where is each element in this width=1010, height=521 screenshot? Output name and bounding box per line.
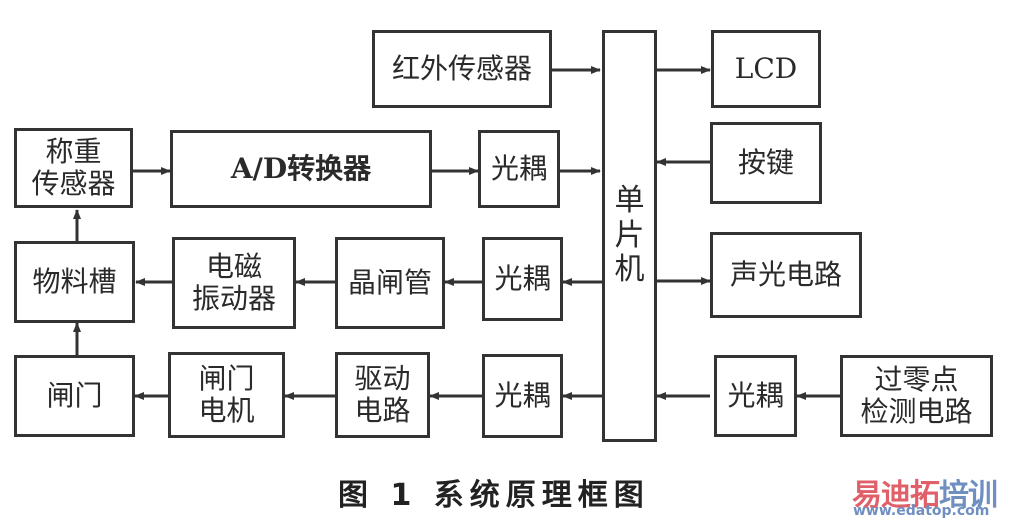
block-opto-4: 光耦 [714, 355, 797, 437]
block-label: 电磁 振动器 [191, 249, 276, 315]
block-hopper: 物料槽 [14, 241, 135, 323]
block-opto-2: 光耦 [482, 237, 563, 321]
watermark-logo: 易迪拓培训 [852, 470, 998, 514]
block-label: 光耦 [727, 378, 784, 412]
block-opto-1: 光耦 [478, 130, 560, 208]
block-gate: 闸门 [14, 355, 135, 437]
block-label: 光耦 [490, 151, 547, 185]
block-label: 单 片 机 [614, 183, 645, 288]
block-label: 驱动 电路 [354, 361, 411, 427]
block-mcu: 单 片 机 [602, 30, 657, 442]
block-weigh-sensor: 称重 传感器 [14, 128, 133, 208]
block-gate-motor: 闸门 电机 [168, 352, 285, 438]
block-label: 红外传感器 [391, 51, 532, 85]
block-label: LCD [734, 51, 798, 85]
block-thyristor: 晶闸管 [335, 237, 445, 329]
block-label: 按键 [737, 145, 794, 179]
block-label: 晶闸管 [347, 265, 432, 299]
block-sound-light: 声光电路 [710, 232, 862, 318]
block-label: 过零点 检测电路 [860, 362, 973, 428]
block-ad-converter: A/D转换器 [170, 130, 432, 208]
block-label: 光耦 [494, 378, 551, 412]
watermark-url: www.edatop.com [853, 503, 990, 519]
figure-caption: 图 1 系统原理框图 [338, 478, 650, 513]
block-keys: 按键 [710, 122, 822, 204]
block-opto-3: 光耦 [482, 354, 563, 438]
block-label: 称重 传感器 [31, 134, 116, 200]
block-label: 光耦 [494, 261, 551, 295]
watermark-blue: 培训 [939, 478, 998, 513]
block-label: 闸门 电机 [198, 361, 255, 427]
watermark-red: 易迪拓 [852, 478, 940, 513]
block-label: 声光电路 [729, 257, 842, 291]
block-zero-cross: 过零点 检测电路 [840, 355, 993, 437]
block-ir-sensor: 红外传感器 [372, 30, 552, 108]
block-label: A/D转换器 [230, 151, 372, 185]
block-lcd: LCD [711, 30, 821, 108]
block-em-vibrator: 电磁 振动器 [172, 237, 296, 329]
block-label: 物料槽 [32, 264, 117, 298]
block-driver: 驱动 电路 [335, 352, 430, 438]
block-label: 闸门 [46, 378, 103, 412]
